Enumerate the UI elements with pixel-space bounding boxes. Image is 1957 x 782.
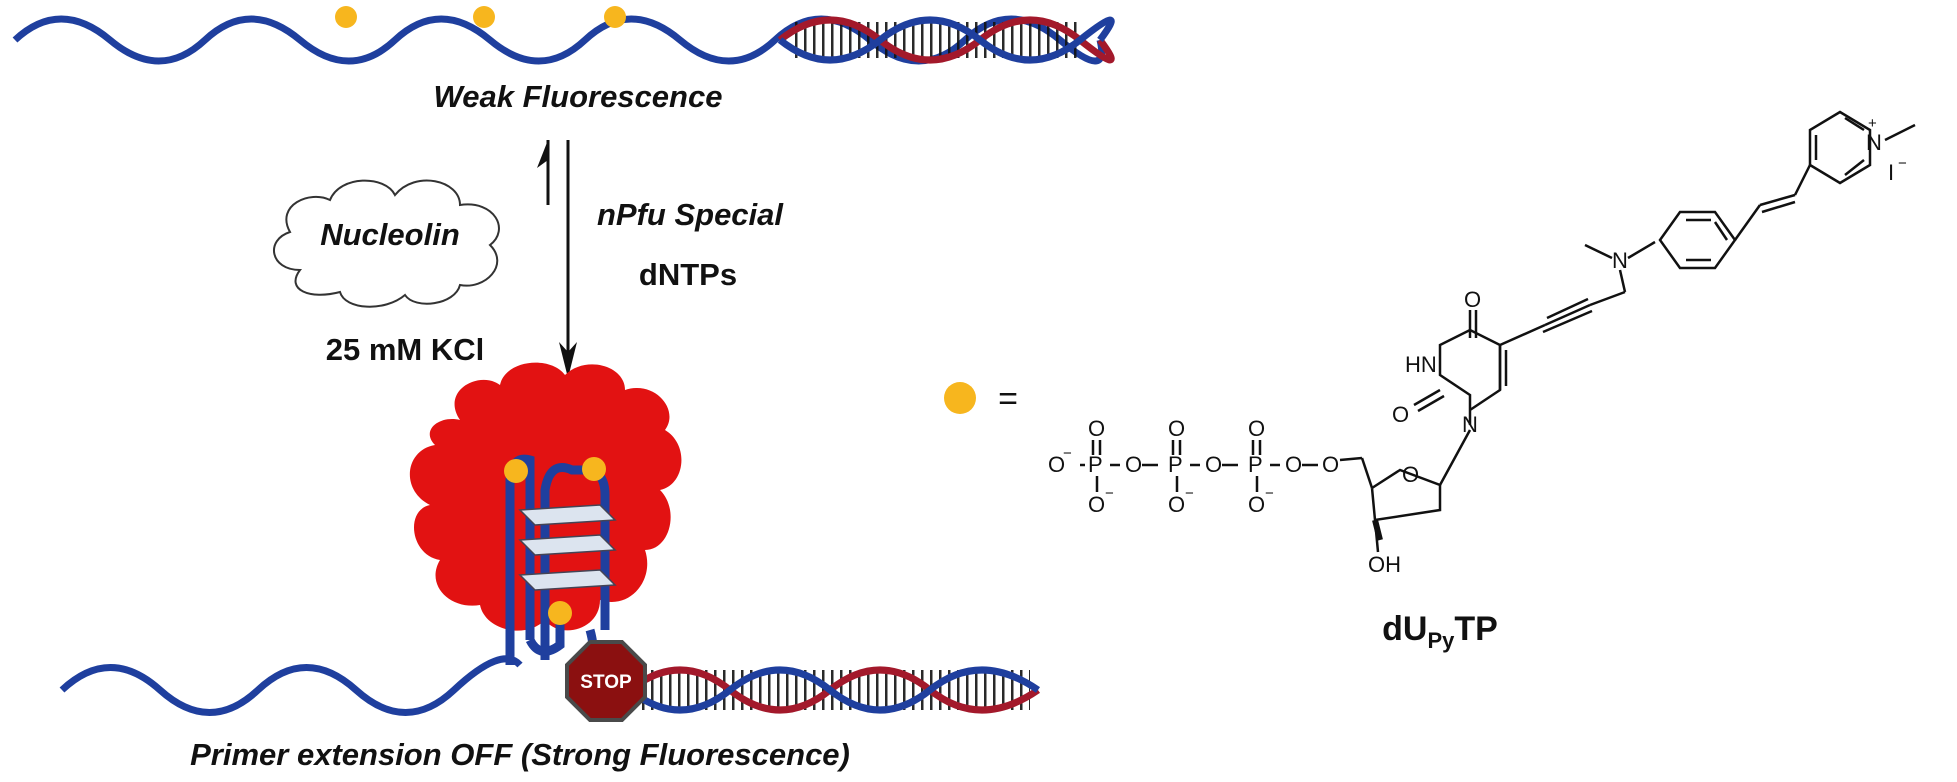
equilibrium-arrows (537, 140, 577, 378)
nucleolin-label: Nucleolin (320, 217, 460, 252)
phosphorus-3: P (1248, 452, 1263, 477)
charge-minus: − (1185, 485, 1194, 502)
nitrogen-n1: N (1462, 412, 1478, 437)
charge-plus: + (1868, 115, 1877, 132)
compound-name-suffix: TP (1454, 610, 1497, 648)
fluorophore-dot (504, 459, 528, 483)
fluorophore-dot (582, 457, 606, 481)
compound-name: dUPyTP (1382, 610, 1498, 653)
fluorophore-dot (604, 6, 626, 28)
oxygen-bottom-3: O (1248, 492, 1265, 517)
carbonyl-oxygen-c2: O (1392, 402, 1409, 427)
weak-fluorescence-label: Weak Fluorescence (434, 79, 723, 114)
stop-label: STOP (580, 672, 632, 693)
fluorophore-dot (335, 6, 357, 28)
charge-minus: − (1063, 445, 1072, 462)
oxygen-bottom-1: O (1088, 492, 1105, 517)
hydroxyl-group: OH (1368, 552, 1401, 577)
fluorophore-dot (473, 6, 495, 28)
kcl-label: 25 mM KCl (326, 332, 484, 367)
oxygen-top-1: O (1088, 416, 1105, 441)
top-dna-strand (12, 15, 1115, 65)
fluorophore-dot (548, 601, 572, 625)
dntps-label: dNTPs (639, 257, 737, 292)
charge-minus: − (1105, 485, 1114, 502)
bridge-oxygen-3: O (1285, 452, 1302, 477)
ester-oxygen: O (1322, 452, 1339, 477)
compound-name-subscript: Py (1427, 628, 1455, 653)
pyridinium-nitrogen: N (1866, 130, 1882, 155)
iodide-counterion: I (1888, 160, 1894, 185)
polymerase-label: nPfu Special (597, 197, 784, 232)
nucleolin-cloud (273, 179, 500, 308)
amine-nitrogen: N (1612, 248, 1628, 273)
bottom-dna-strand (59, 655, 1040, 716)
phosphate-o-minus-1: O (1048, 452, 1065, 477)
stop-sign-icon (565, 640, 647, 722)
phosphorus-1: P (1088, 452, 1103, 477)
bridge-oxygen-1: O (1125, 452, 1142, 477)
ring-oxygen: O (1402, 462, 1419, 487)
phosphorus-2: P (1168, 452, 1183, 477)
oxygen-top-3: O (1248, 416, 1265, 441)
compound-name-prefix: dU (1382, 610, 1427, 648)
oxygen-bottom-2: O (1168, 492, 1185, 517)
bridge-oxygen-2: O (1205, 452, 1222, 477)
oxygen-top-2: O (1168, 416, 1185, 441)
equals-sign: = (998, 380, 1018, 418)
primer-extension-label: Primer extension OFF (Strong Fluorescenc… (190, 737, 850, 772)
legend-fluorophore-dot (944, 382, 976, 414)
nh-group: HN (1405, 352, 1437, 377)
charge-minus: − (1265, 485, 1274, 502)
charge-minus: − (1898, 155, 1907, 172)
carbonyl-oxygen-c4: O (1464, 287, 1481, 312)
dupytp-structure (1080, 110, 1916, 553)
